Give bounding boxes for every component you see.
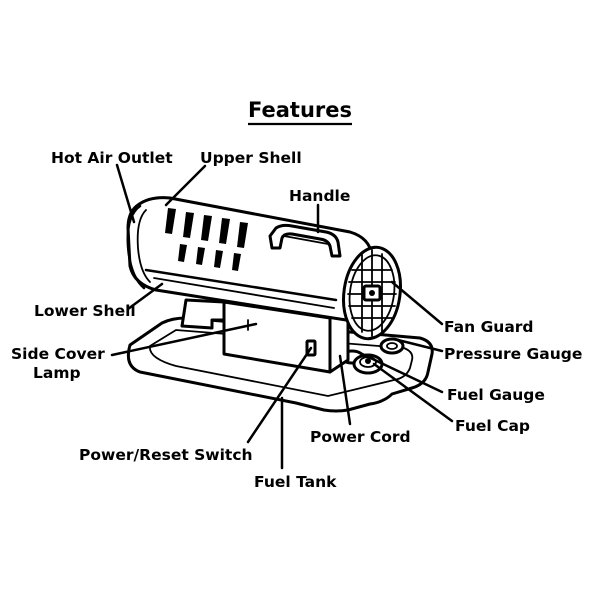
label-pressure-gauge: Pressure Gauge — [444, 345, 582, 363]
handle — [268, 223, 342, 258]
label-fan-guard: Fan Guard — [444, 318, 534, 336]
leader-power-cord — [338, 354, 352, 426]
upper-shell — [126, 196, 374, 323]
diagram-title: Features — [248, 98, 352, 122]
pressure-gauge — [379, 337, 405, 355]
label-power-cord: Power Cord — [310, 428, 411, 446]
label-upper-shell: Upper Shell — [200, 149, 302, 167]
label-handle: Handle — [289, 187, 350, 205]
label-hot-air-outlet: Hot Air Outlet — [51, 149, 173, 167]
vent-slots — [165, 208, 248, 271]
label-fuel-gauge: Fuel Gauge — [447, 386, 545, 404]
label-fuel-cap: Fuel Cap — [455, 417, 530, 435]
label-fuel-tank: Fuel Tank — [254, 473, 337, 491]
leader-power-reset-switch — [246, 346, 313, 444]
label-power-reset-switch: Power/Reset Switch — [79, 446, 253, 464]
label-side-cover-line1: Side Cover — [11, 345, 105, 363]
label-side-cover-line2: Lamp — [33, 364, 81, 382]
label-lower-shell: Lower Shell — [34, 302, 136, 320]
leader-lower-shell — [126, 282, 164, 311]
leader-fuel-cap — [372, 362, 454, 423]
leader-fan-guard — [390, 280, 444, 326]
leader-pressure-gauge — [396, 338, 444, 353]
fan-guard — [342, 245, 402, 341]
leader-lines — [110, 163, 454, 470]
leader-side-cover — [110, 322, 258, 357]
leader-upper-shell — [164, 164, 207, 207]
leader-fuel-gauge — [356, 350, 444, 394]
leader-hot-air-outlet — [115, 163, 136, 224]
